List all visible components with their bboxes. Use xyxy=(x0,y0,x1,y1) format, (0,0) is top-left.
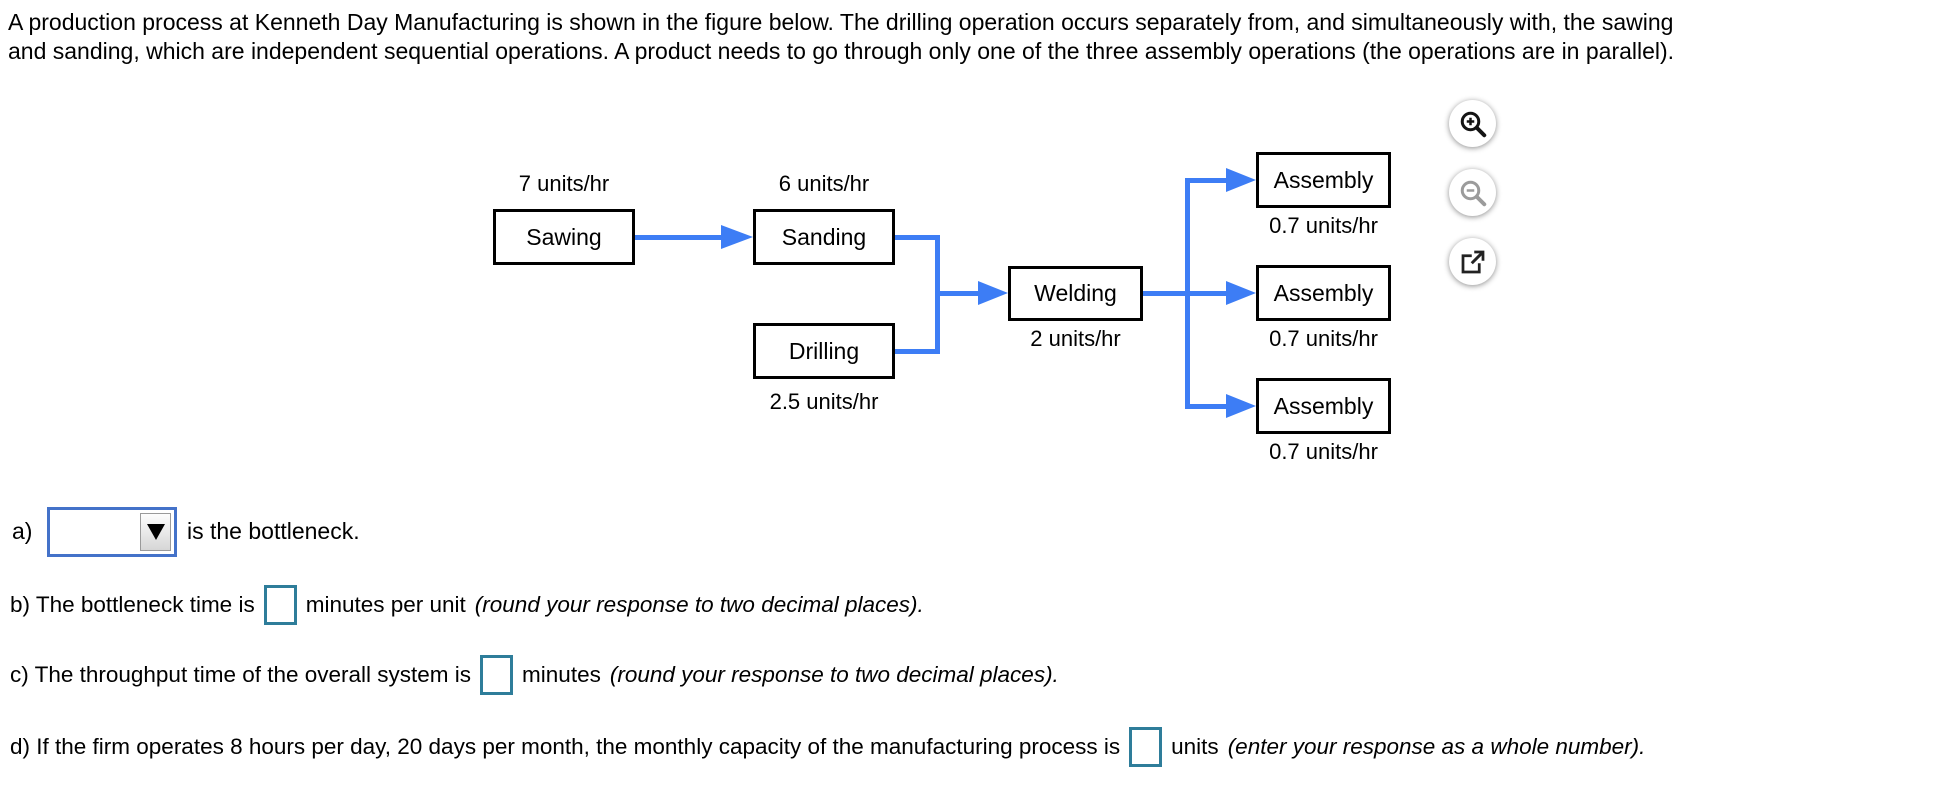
process-box-sawing: Sawing xyxy=(493,209,635,265)
process-label-drilling: Drilling xyxy=(788,337,860,364)
process-box-assembly-3: Assembly xyxy=(1256,378,1391,434)
process-label-welding: Welding xyxy=(1034,280,1117,306)
zoom-in-icon xyxy=(1460,111,1486,137)
question-b-lead: b) The bottleneck time is xyxy=(10,592,255,617)
zoom-out-icon xyxy=(1460,180,1486,206)
arrowhead-into-assembly-3 xyxy=(1226,394,1256,418)
connector-sawing-sanding xyxy=(635,235,723,240)
process-box-welding: Welding xyxy=(1008,266,1143,321)
process-box-drilling: Drilling xyxy=(753,323,895,379)
answer-input-b[interactable] xyxy=(263,585,297,625)
answer-input-d[interactable] xyxy=(1129,727,1163,767)
rate-label-assembly-1: 0.7 units/hr xyxy=(1269,213,1378,238)
process-label-assembly-1: Assembly xyxy=(1273,166,1374,193)
question-a-suffix: is the bottleneck. xyxy=(187,518,360,544)
question-b: b) The bottleneck time is minutes per un… xyxy=(10,585,924,625)
rate-label-sanding: 6 units/hr xyxy=(778,171,870,196)
question-d: d) If the firm operates 8 hours per day,… xyxy=(10,727,1645,767)
process-box-assembly-1: Assembly xyxy=(1256,152,1391,208)
zoom-out-button[interactable] xyxy=(1449,169,1496,216)
bottleneck-dropdown[interactable] xyxy=(47,507,177,557)
connector-drilling-merge xyxy=(895,349,940,354)
rate-label-welding: 2 units/hr xyxy=(1030,326,1121,351)
arrowhead-into-welding xyxy=(978,281,1008,305)
process-box-sanding: Sanding xyxy=(753,209,895,265)
arrowhead-into-assembly-2 xyxy=(1226,281,1256,305)
rate-label-drilling: 2.5 units/hr xyxy=(769,389,879,414)
open-in-new-window-button[interactable] xyxy=(1449,238,1496,285)
question-b-unit: minutes per unit xyxy=(305,592,466,617)
arrowhead-into-sanding xyxy=(721,225,753,249)
zoom-in-button[interactable] xyxy=(1449,100,1496,147)
problem-statement: A production process at Kenneth Day Manu… xyxy=(8,8,1674,66)
question-c: c) The throughput time of the overall sy… xyxy=(10,655,1059,695)
bottleneck-dropdown-value xyxy=(50,510,137,554)
question-d-unit: units xyxy=(1171,734,1219,759)
question-c-unit: minutes xyxy=(522,662,601,687)
arrowhead-into-assembly-1 xyxy=(1226,168,1256,192)
rate-label-assembly-2: 0.7 units/hr xyxy=(1269,326,1378,351)
process-label-assembly-2: Assembly xyxy=(1273,279,1374,306)
question-d-lead: d) If the firm operates 8 hours per day,… xyxy=(10,734,1121,759)
question-d-note: (enter your response as a whole number). xyxy=(1227,734,1646,759)
process-label-sawing: Sawing xyxy=(526,223,602,250)
connector-sanding-merge xyxy=(895,235,940,240)
process-box-assembly-2: Assembly xyxy=(1256,265,1391,321)
rate-label-sawing: 7 units/hr xyxy=(518,171,610,196)
chevron-down-icon xyxy=(146,524,165,540)
problem-line-2: and sanding, which are independent seque… xyxy=(8,38,1675,64)
dropdown-button[interactable] xyxy=(140,513,171,551)
connector-branch-bottom xyxy=(1185,404,1228,409)
connector-merge-welding xyxy=(935,291,980,296)
open-in-new-window-icon xyxy=(1461,250,1484,273)
question-c-note: (round your response to two decimal plac… xyxy=(609,662,1059,687)
connector-branch-top xyxy=(1185,178,1228,183)
process-label-sanding: Sanding xyxy=(781,223,867,250)
problem-line-1: A production process at Kenneth Day Manu… xyxy=(8,9,1674,35)
question-c-lead: c) The throughput time of the overall sy… xyxy=(10,662,472,687)
question-a-prefix: a) xyxy=(12,518,33,544)
connector-branch-vertical xyxy=(1185,178,1190,409)
process-label-assembly-3: Assembly xyxy=(1273,392,1374,419)
rate-label-assembly-3: 0.7 units/hr xyxy=(1269,439,1378,464)
answer-input-c[interactable] xyxy=(480,655,514,695)
question-b-note: (round your response to two decimal plac… xyxy=(474,592,924,617)
